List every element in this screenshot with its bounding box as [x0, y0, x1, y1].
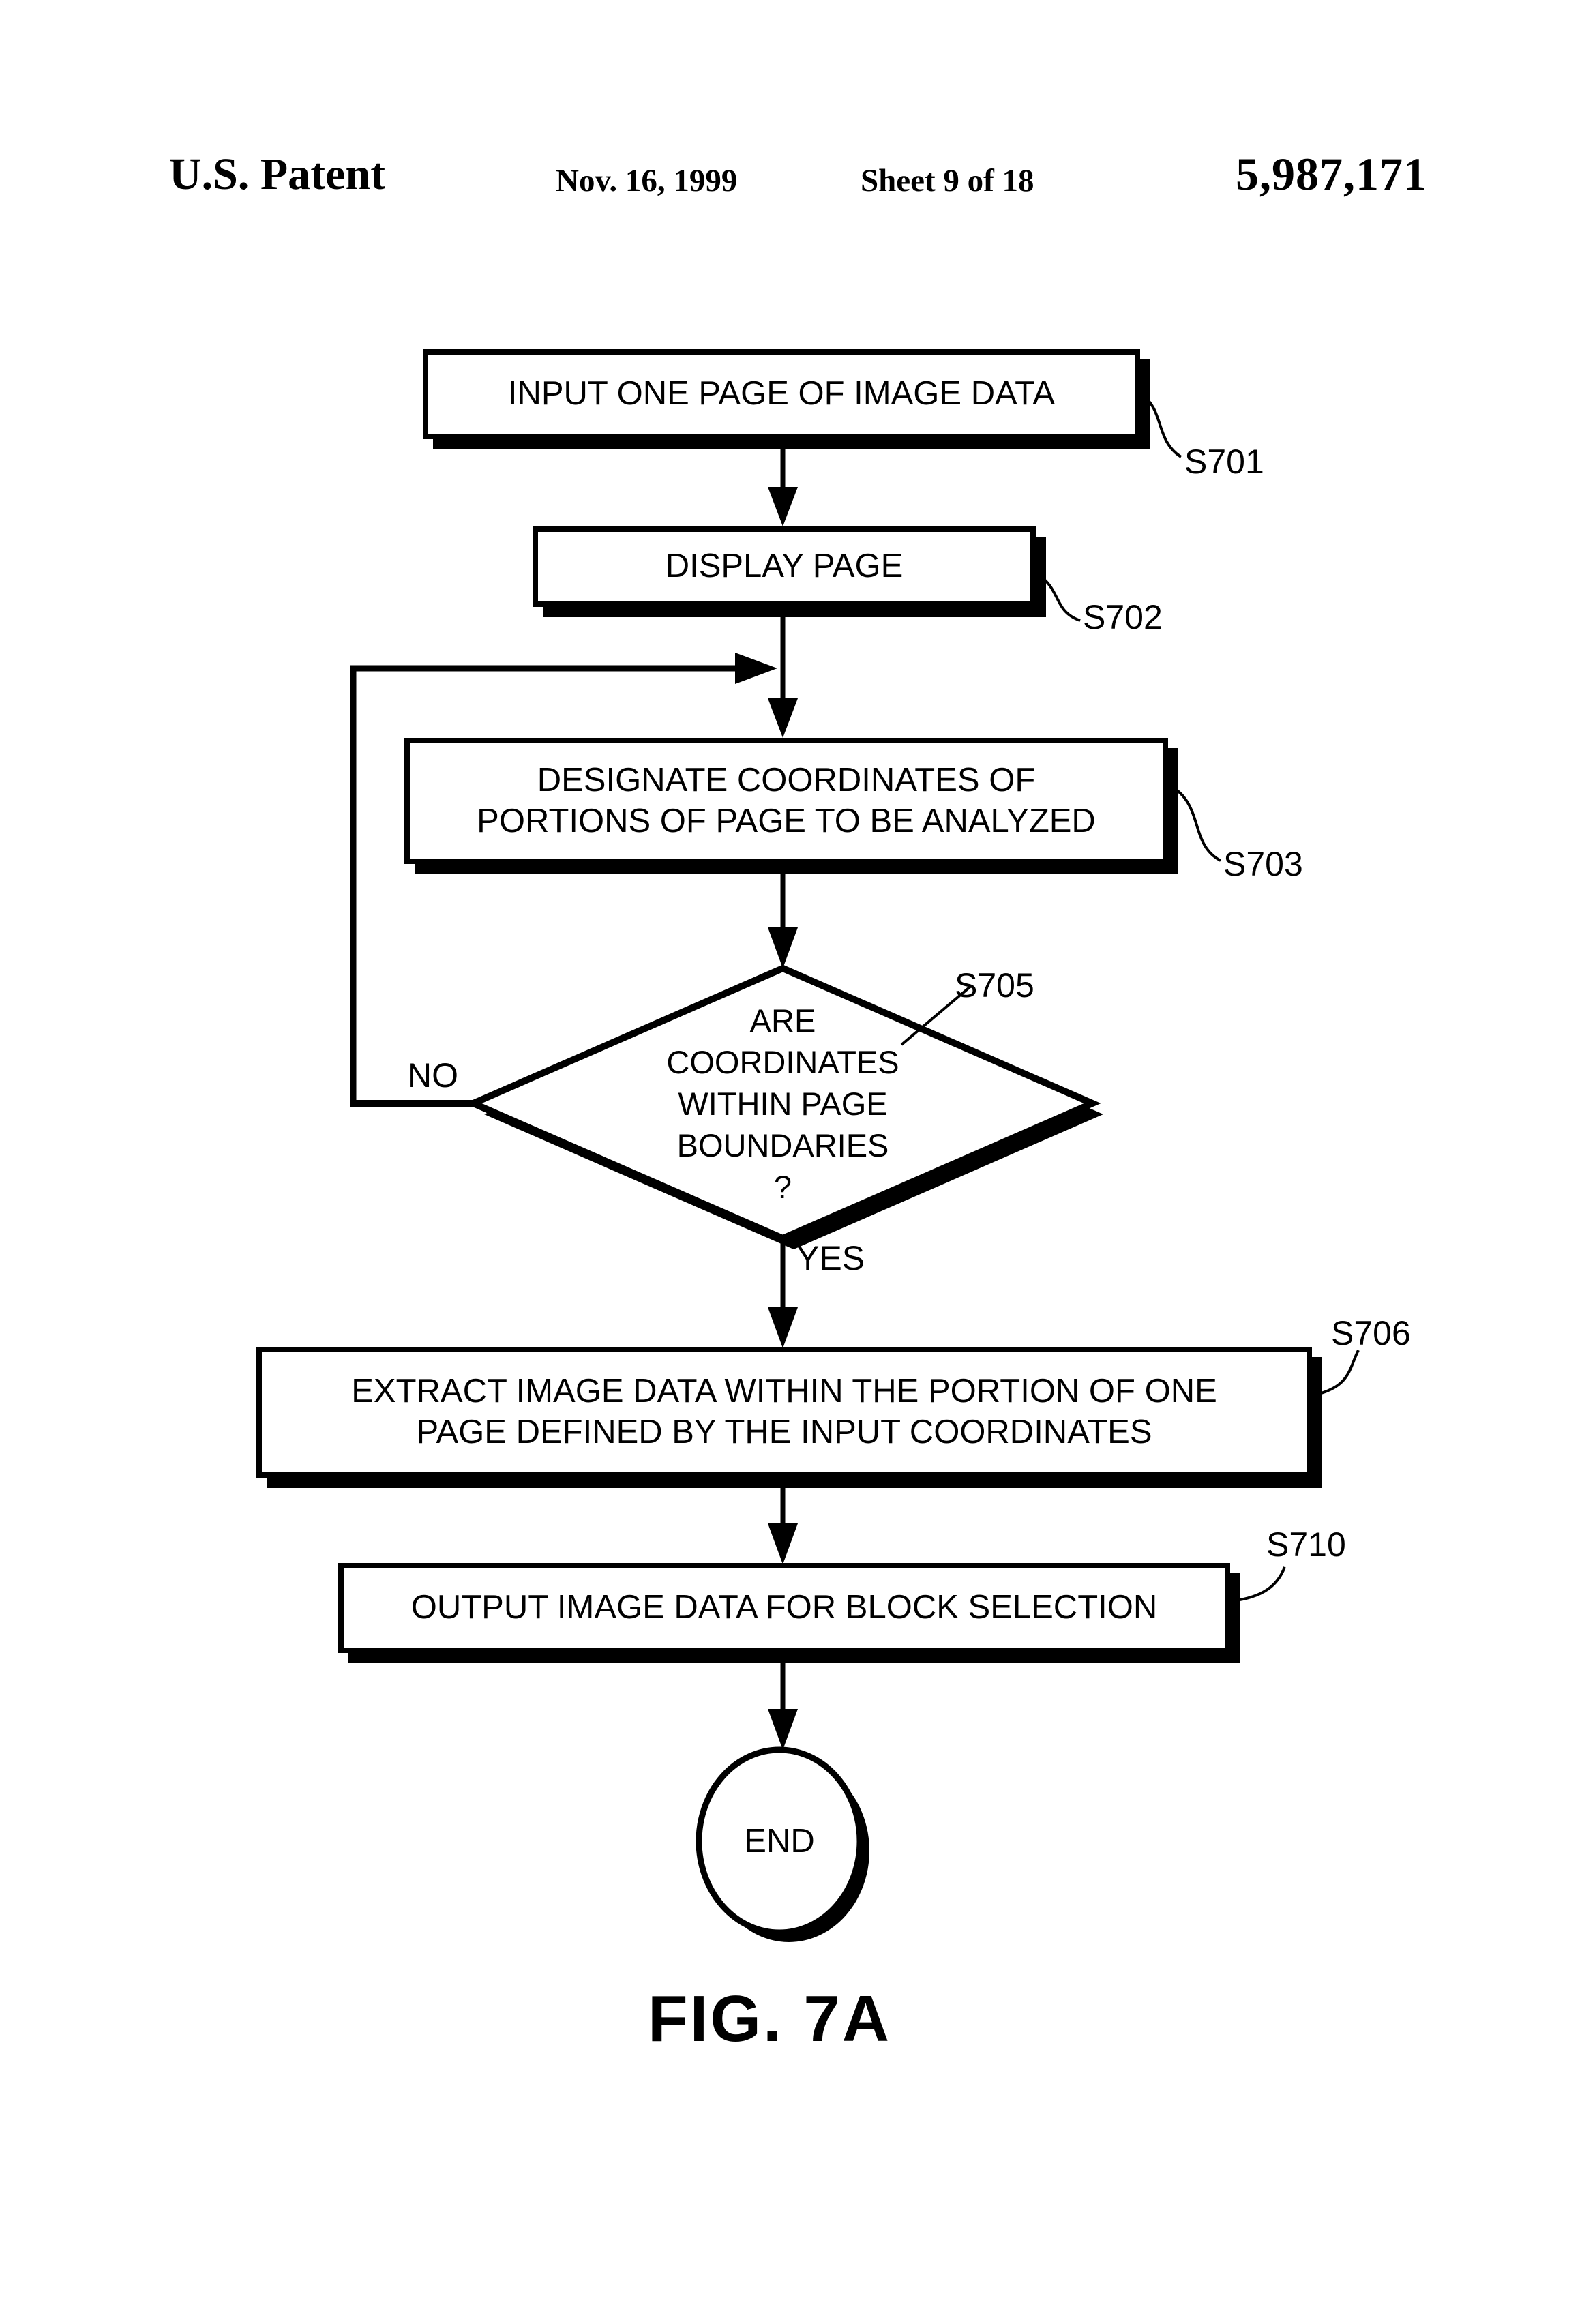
process-box-label: OUTPUT IMAGE DATA FOR BLOCK SELECTION [411, 1589, 1158, 1626]
process-box-label-line2: PORTIONS OF PAGE TO BE ANALYZED [477, 802, 1096, 839]
leader-line-s702 [1036, 573, 1081, 622]
step-label-s701: S701 [1184, 443, 1264, 481]
process-box-output-image-data: OUTPUT IMAGE DATA FOR BLOCK SELECTION [338, 1563, 1230, 1653]
arrowhead-loop-junction [735, 653, 777, 684]
leader-line-s706 [1313, 1350, 1360, 1397]
decision-text: ARE COORDINATES WITHIN PAGE BOUNDARIES ? [578, 1000, 987, 1208]
patent-header-title: U.S. Patent [169, 149, 386, 199]
step-label-s710: S710 [1266, 1525, 1346, 1564]
process-box-label-line1: EXTRACT IMAGE DATA WITHIN THE PORTION OF… [351, 1373, 1217, 1410]
leader-line-s705 [900, 985, 972, 1046]
leader-line-s710 [1231, 1566, 1286, 1603]
process-box-label: INPUT ONE PAGE OF IMAGE DATA [507, 375, 1056, 413]
decision-text-line3: WITHIN PAGE [678, 1086, 888, 1122]
arrowhead-into-output [768, 1523, 798, 1564]
end-terminator-label: END [744, 1823, 815, 1860]
step-label-s703: S703 [1223, 845, 1303, 883]
branch-label-no: NO [407, 1056, 458, 1094]
decision-text-line1: ARE [749, 1002, 816, 1039]
process-box-label-line1: DESIGNATE COORDINATES OF [537, 761, 1036, 799]
arrowhead-into-designate [768, 698, 798, 738]
patent-header-sheet: Sheet 9 of 18 [861, 163, 1034, 198]
process-box-input-image: INPUT ONE PAGE OF IMAGE DATA [423, 349, 1140, 439]
process-box-label-line2: PAGE DEFINED BY THE INPUT COORDINATES [416, 1414, 1152, 1450]
leader-line-s701 [1140, 393, 1182, 458]
leader-line-s703 [1169, 784, 1221, 862]
end-terminator [696, 1746, 863, 1936]
process-box-extract-image-data: EXTRACT IMAGE DATA WITHIN THE PORTION OF… [256, 1347, 1312, 1478]
patent-header-date: Nov. 16, 1999 [556, 163, 738, 198]
decision-text-line5: ? [773, 1169, 792, 1205]
arrowhead-into-display [768, 487, 798, 526]
decision-text-line4: BOUNDARIES [676, 1127, 889, 1163]
branch-label-yes: YES [796, 1239, 865, 1277]
step-label-s702: S702 [1083, 598, 1163, 636]
step-label-s705: S705 [955, 966, 1034, 1004]
process-box-display-page: DISPLAY PAGE [533, 526, 1036, 607]
figure-caption: FIG. 7A [648, 1982, 892, 2055]
patent-header-number: 5,987,171 [1236, 148, 1427, 200]
arrowhead-into-end [768, 1709, 798, 1750]
arrowhead-into-extract [768, 1307, 798, 1348]
decision-text-line2: COORDINATES [666, 1044, 899, 1080]
step-label-s706: S706 [1331, 1314, 1411, 1352]
process-box-designate-coordinates: DESIGNATE COORDINATES OF PORTIONS OF PAG… [404, 738, 1168, 864]
process-box-label: DISPLAY PAGE [665, 548, 904, 585]
arrowhead-into-decision [768, 927, 798, 968]
